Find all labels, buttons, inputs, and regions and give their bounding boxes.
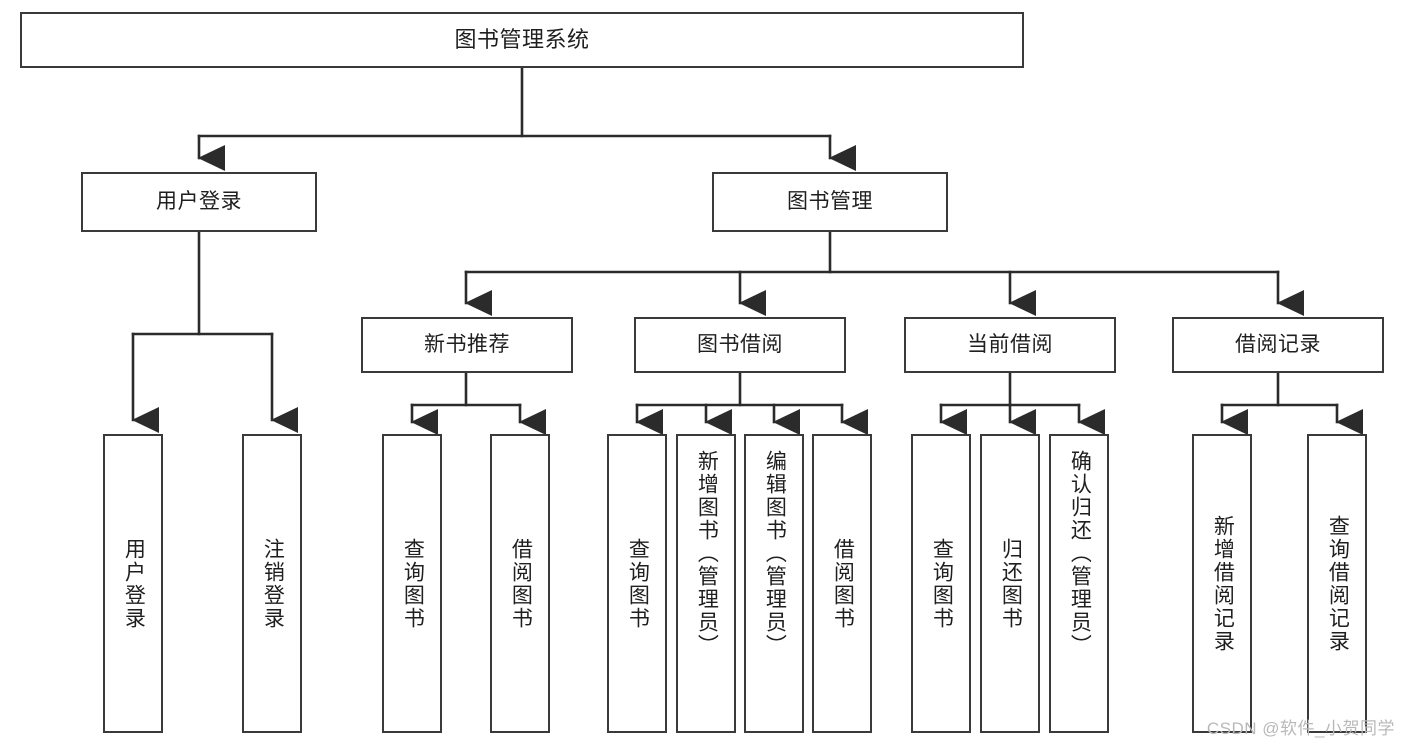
node-label: 注销登录 [261,537,285,630]
node-label: 借阅图书 [509,537,533,630]
leaf-new-book-query-book[interactable]: 查询图书 [382,434,442,733]
node-label: 查询图书 [626,537,650,630]
node-label: 借阅记录 [1235,333,1321,357]
csdn-watermark: CSDN @软件_小贺同学 [1206,719,1395,738]
node-new-book-recommendation[interactable]: 新书推荐 [361,317,573,373]
leaf-borrow-query-book[interactable]: 查询图书 [607,434,667,733]
node-label: 确认归还（管理员） [1068,450,1092,657]
node-label: 用户登录 [156,190,242,214]
node-book-borrowing[interactable]: 图书借阅 [634,317,846,373]
node-user-login[interactable]: 用户登录 [81,172,317,232]
leaf-new-book-borrow-book[interactable]: 借阅图书 [490,434,550,733]
node-label: 查询图书 [401,537,425,630]
node-label: 归还图书 [999,537,1023,630]
leaf-borrow-edit-book-admin[interactable]: 编辑图书（管理员） [744,434,804,733]
node-label: 当前借阅 [967,333,1053,357]
node-label: 借阅图书 [831,537,855,630]
node-label: 图书管理 [787,190,873,214]
leaf-current-confirm-return-admin[interactable]: 确认归还（管理员） [1049,434,1109,733]
leaf-borrow-borrow-book[interactable]: 借阅图书 [812,434,872,733]
node-root-book-management-system[interactable]: 图书管理系统 [20,12,1024,68]
node-borrowing-records[interactable]: 借阅记录 [1172,317,1384,373]
node-label: 新增借阅记录 [1211,514,1235,653]
node-label: 新增图书（管理员） [695,450,719,657]
node-label: 编辑图书（管理员） [763,450,787,657]
node-label: 查询图书 [930,537,954,630]
node-label: 图书借阅 [697,333,783,357]
node-label: 查询借阅记录 [1326,514,1350,653]
leaf-user-login-login[interactable]: 用户登录 [103,434,163,733]
leaf-borrow-add-book-admin[interactable]: 新增图书（管理员） [676,434,736,733]
leaf-record-query-borrow-record[interactable]: 查询借阅记录 [1307,434,1367,733]
leaf-current-query-book[interactable]: 查询图书 [911,434,971,733]
node-label: 新书推荐 [424,333,510,357]
node-current-borrowing[interactable]: 当前借阅 [904,317,1116,373]
leaf-record-add-borrow-record[interactable]: 新增借阅记录 [1192,434,1252,733]
node-book-management[interactable]: 图书管理 [712,172,948,232]
leaf-current-return-book[interactable]: 归还图书 [980,434,1040,733]
leaf-user-login-logout[interactable]: 注销登录 [242,434,302,733]
node-label: 图书管理系统 [454,26,590,52]
node-label: 用户登录 [122,537,146,630]
